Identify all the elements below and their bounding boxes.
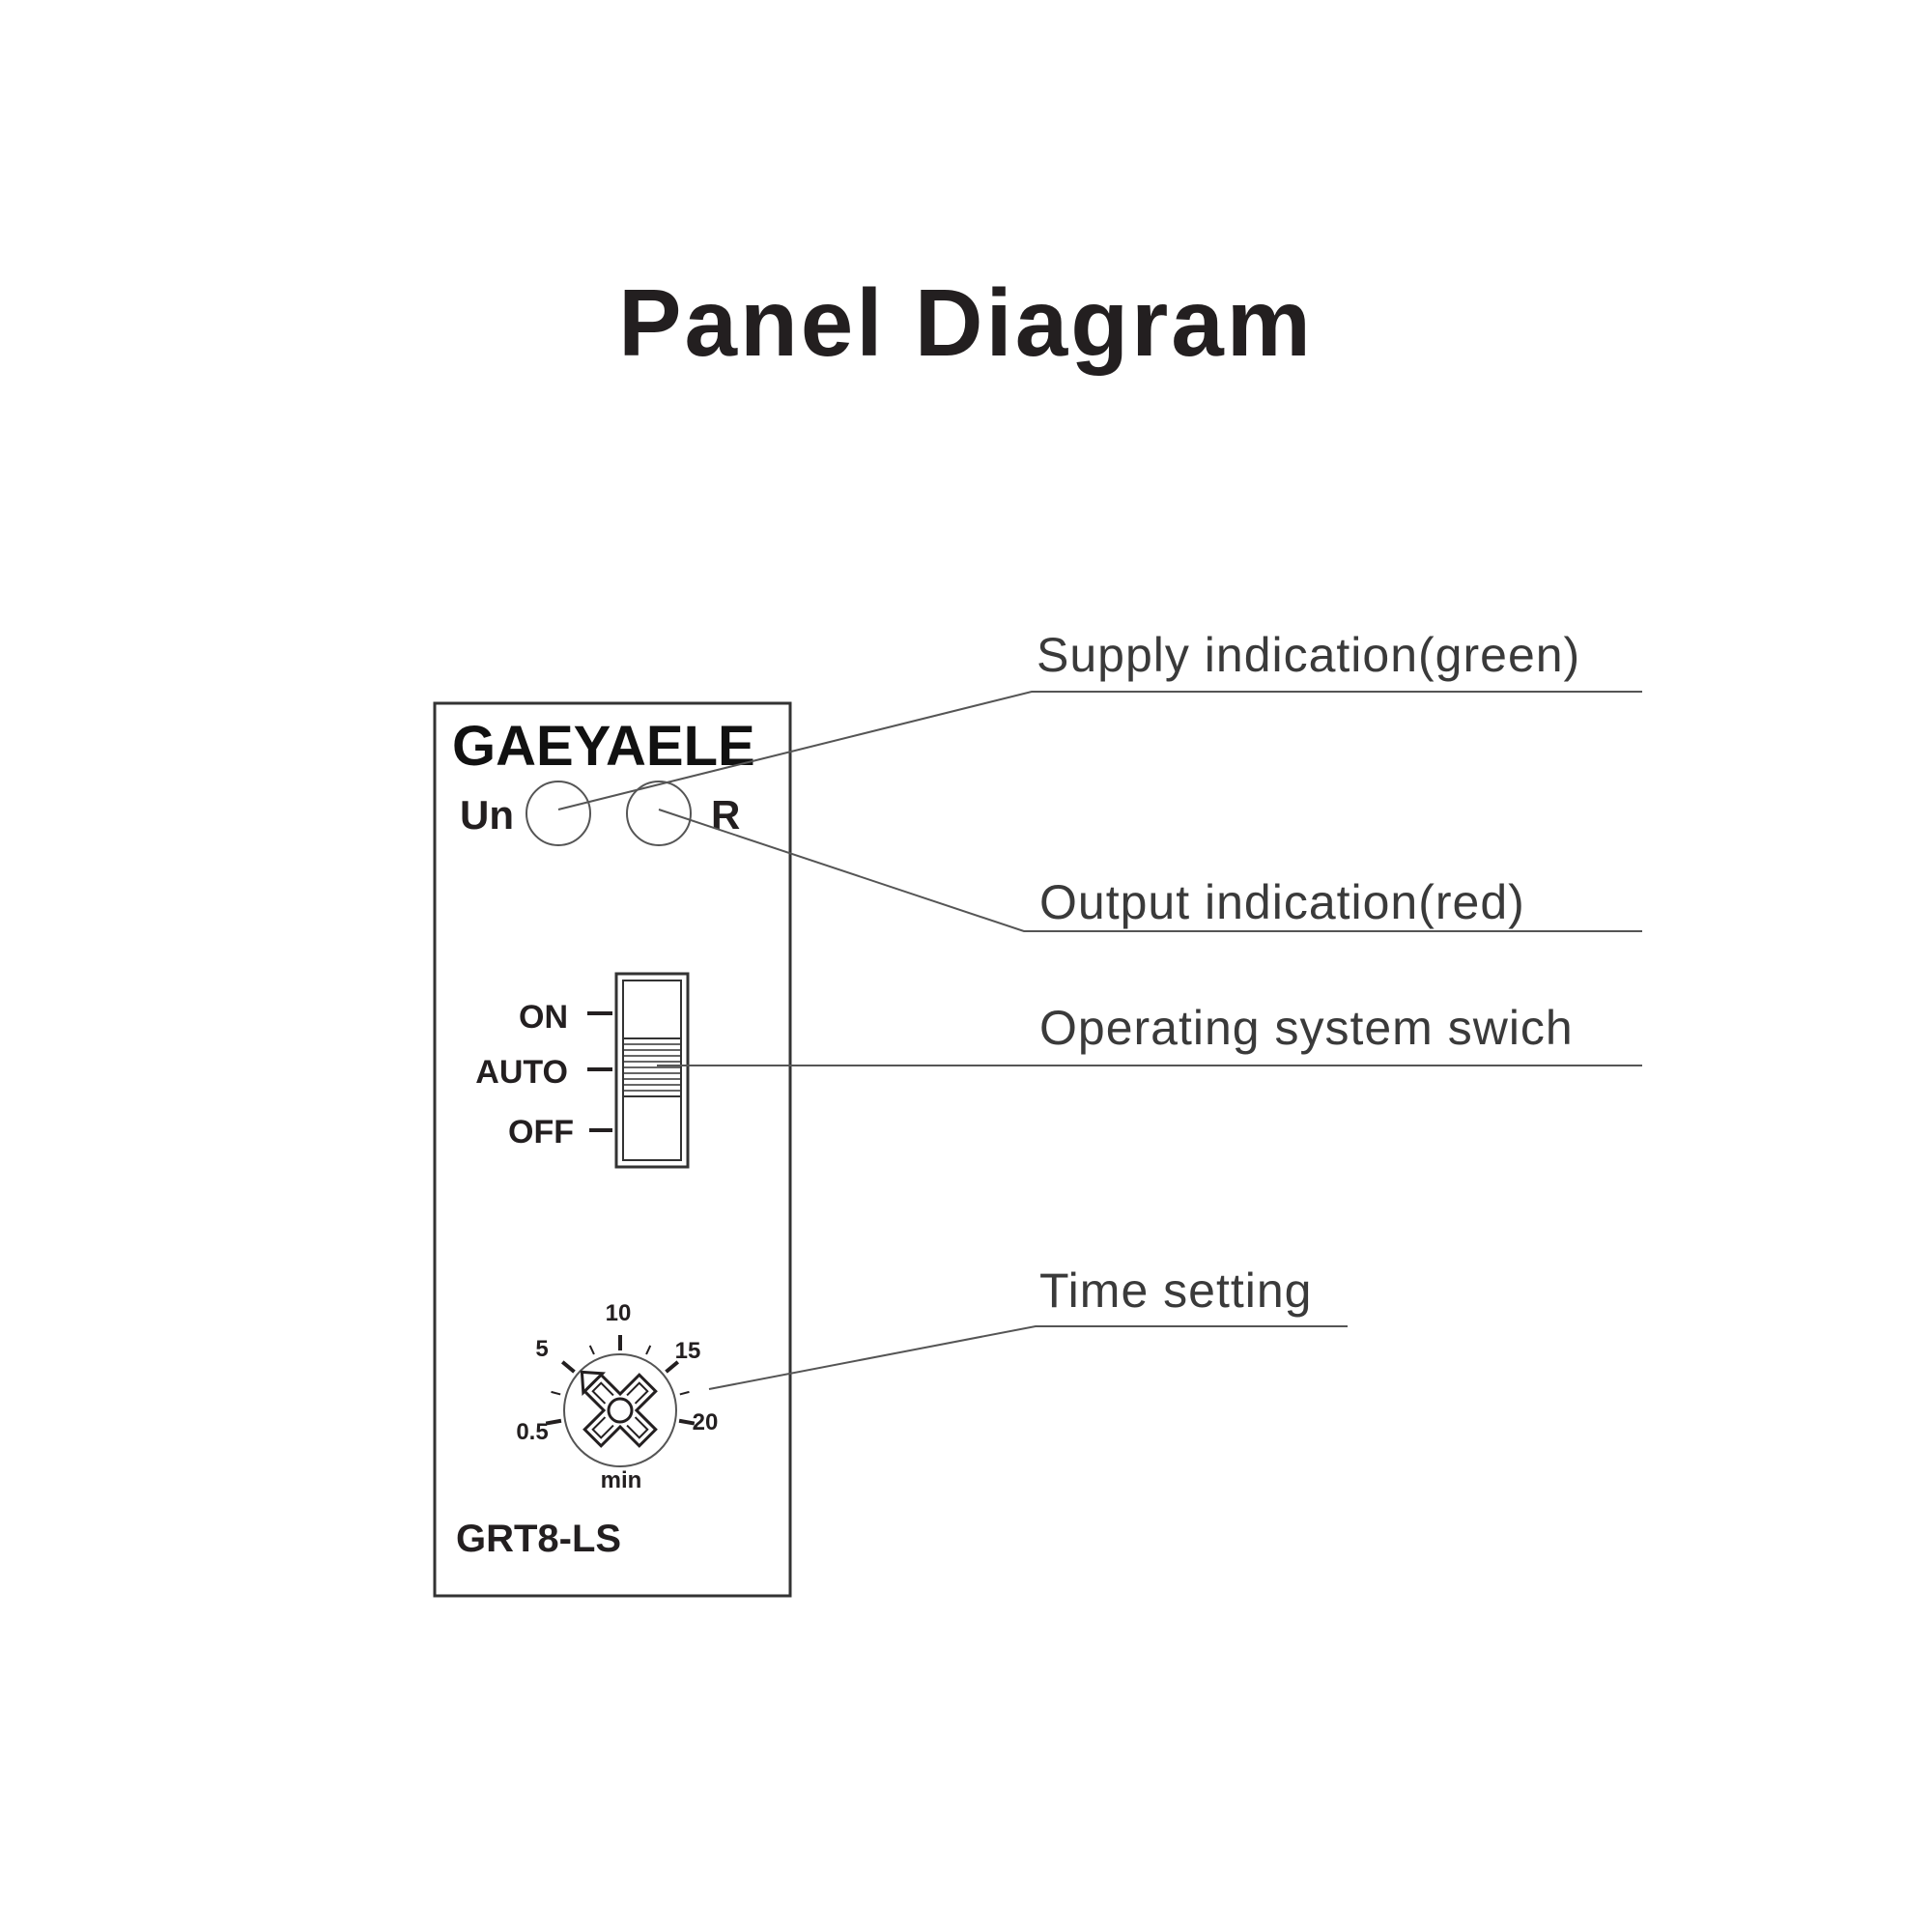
- led-supply-indicator: [526, 781, 591, 846]
- leader-line-supply: [557, 691, 1642, 810]
- switch-knob[interactable]: [622, 1037, 682, 1097]
- callout-label-time: Time setting: [1039, 1264, 1312, 1318]
- brand-logo: GAEYAELE: [452, 715, 755, 778]
- dial-label-5: 5: [535, 1336, 548, 1362]
- page-title: Panel Diagram: [618, 270, 1314, 376]
- dial-label-10: 10: [606, 1300, 632, 1326]
- model-number: GRT8-LS: [456, 1518, 621, 1560]
- switch-label-auto: AUTO: [475, 1054, 568, 1091]
- dial-unit: min: [601, 1467, 642, 1493]
- switch-label-off: OFF: [508, 1114, 574, 1151]
- callout-label-switch: Operating system swich: [1039, 1001, 1574, 1055]
- callout-time: Time setting: [708, 1264, 1348, 1390]
- dial-label-0-5: 0.5: [516, 1419, 548, 1445]
- callout-label-output: Output indication(red): [1039, 875, 1525, 929]
- callout-label-supply: Supply indication(green): [1037, 628, 1580, 682]
- leader-line-output: [658, 809, 1642, 932]
- dial-label-15: 15: [675, 1338, 701, 1364]
- led-output-indicator: [626, 781, 692, 846]
- time-dial[interactable]: 0.5 5 10 15 20 min: [516, 1300, 718, 1493]
- switch-label-on: ON: [519, 999, 568, 1036]
- led-supply-label: Un: [460, 792, 514, 838]
- callout-switch: Operating system swich: [657, 1001, 1642, 1066]
- leader-line-time: [708, 1325, 1348, 1390]
- dial-knob-icon: [580, 1370, 658, 1448]
- callout-supply: Supply indication(green): [557, 628, 1642, 810]
- mode-switch[interactable]: [614, 972, 690, 1169]
- led-output-label: R: [711, 792, 740, 838]
- dial-label-20: 20: [693, 1409, 719, 1435]
- callout-output: Output indication(red): [658, 809, 1642, 932]
- panel-frame: [433, 701, 792, 1598]
- dial-ticks: [545, 1335, 696, 1426]
- switch-housing: [614, 972, 690, 1169]
- device-panel: GAEYAELE Un R ON AUTO OFF 0.5: [433, 701, 792, 1598]
- dial-ring: [563, 1353, 677, 1467]
